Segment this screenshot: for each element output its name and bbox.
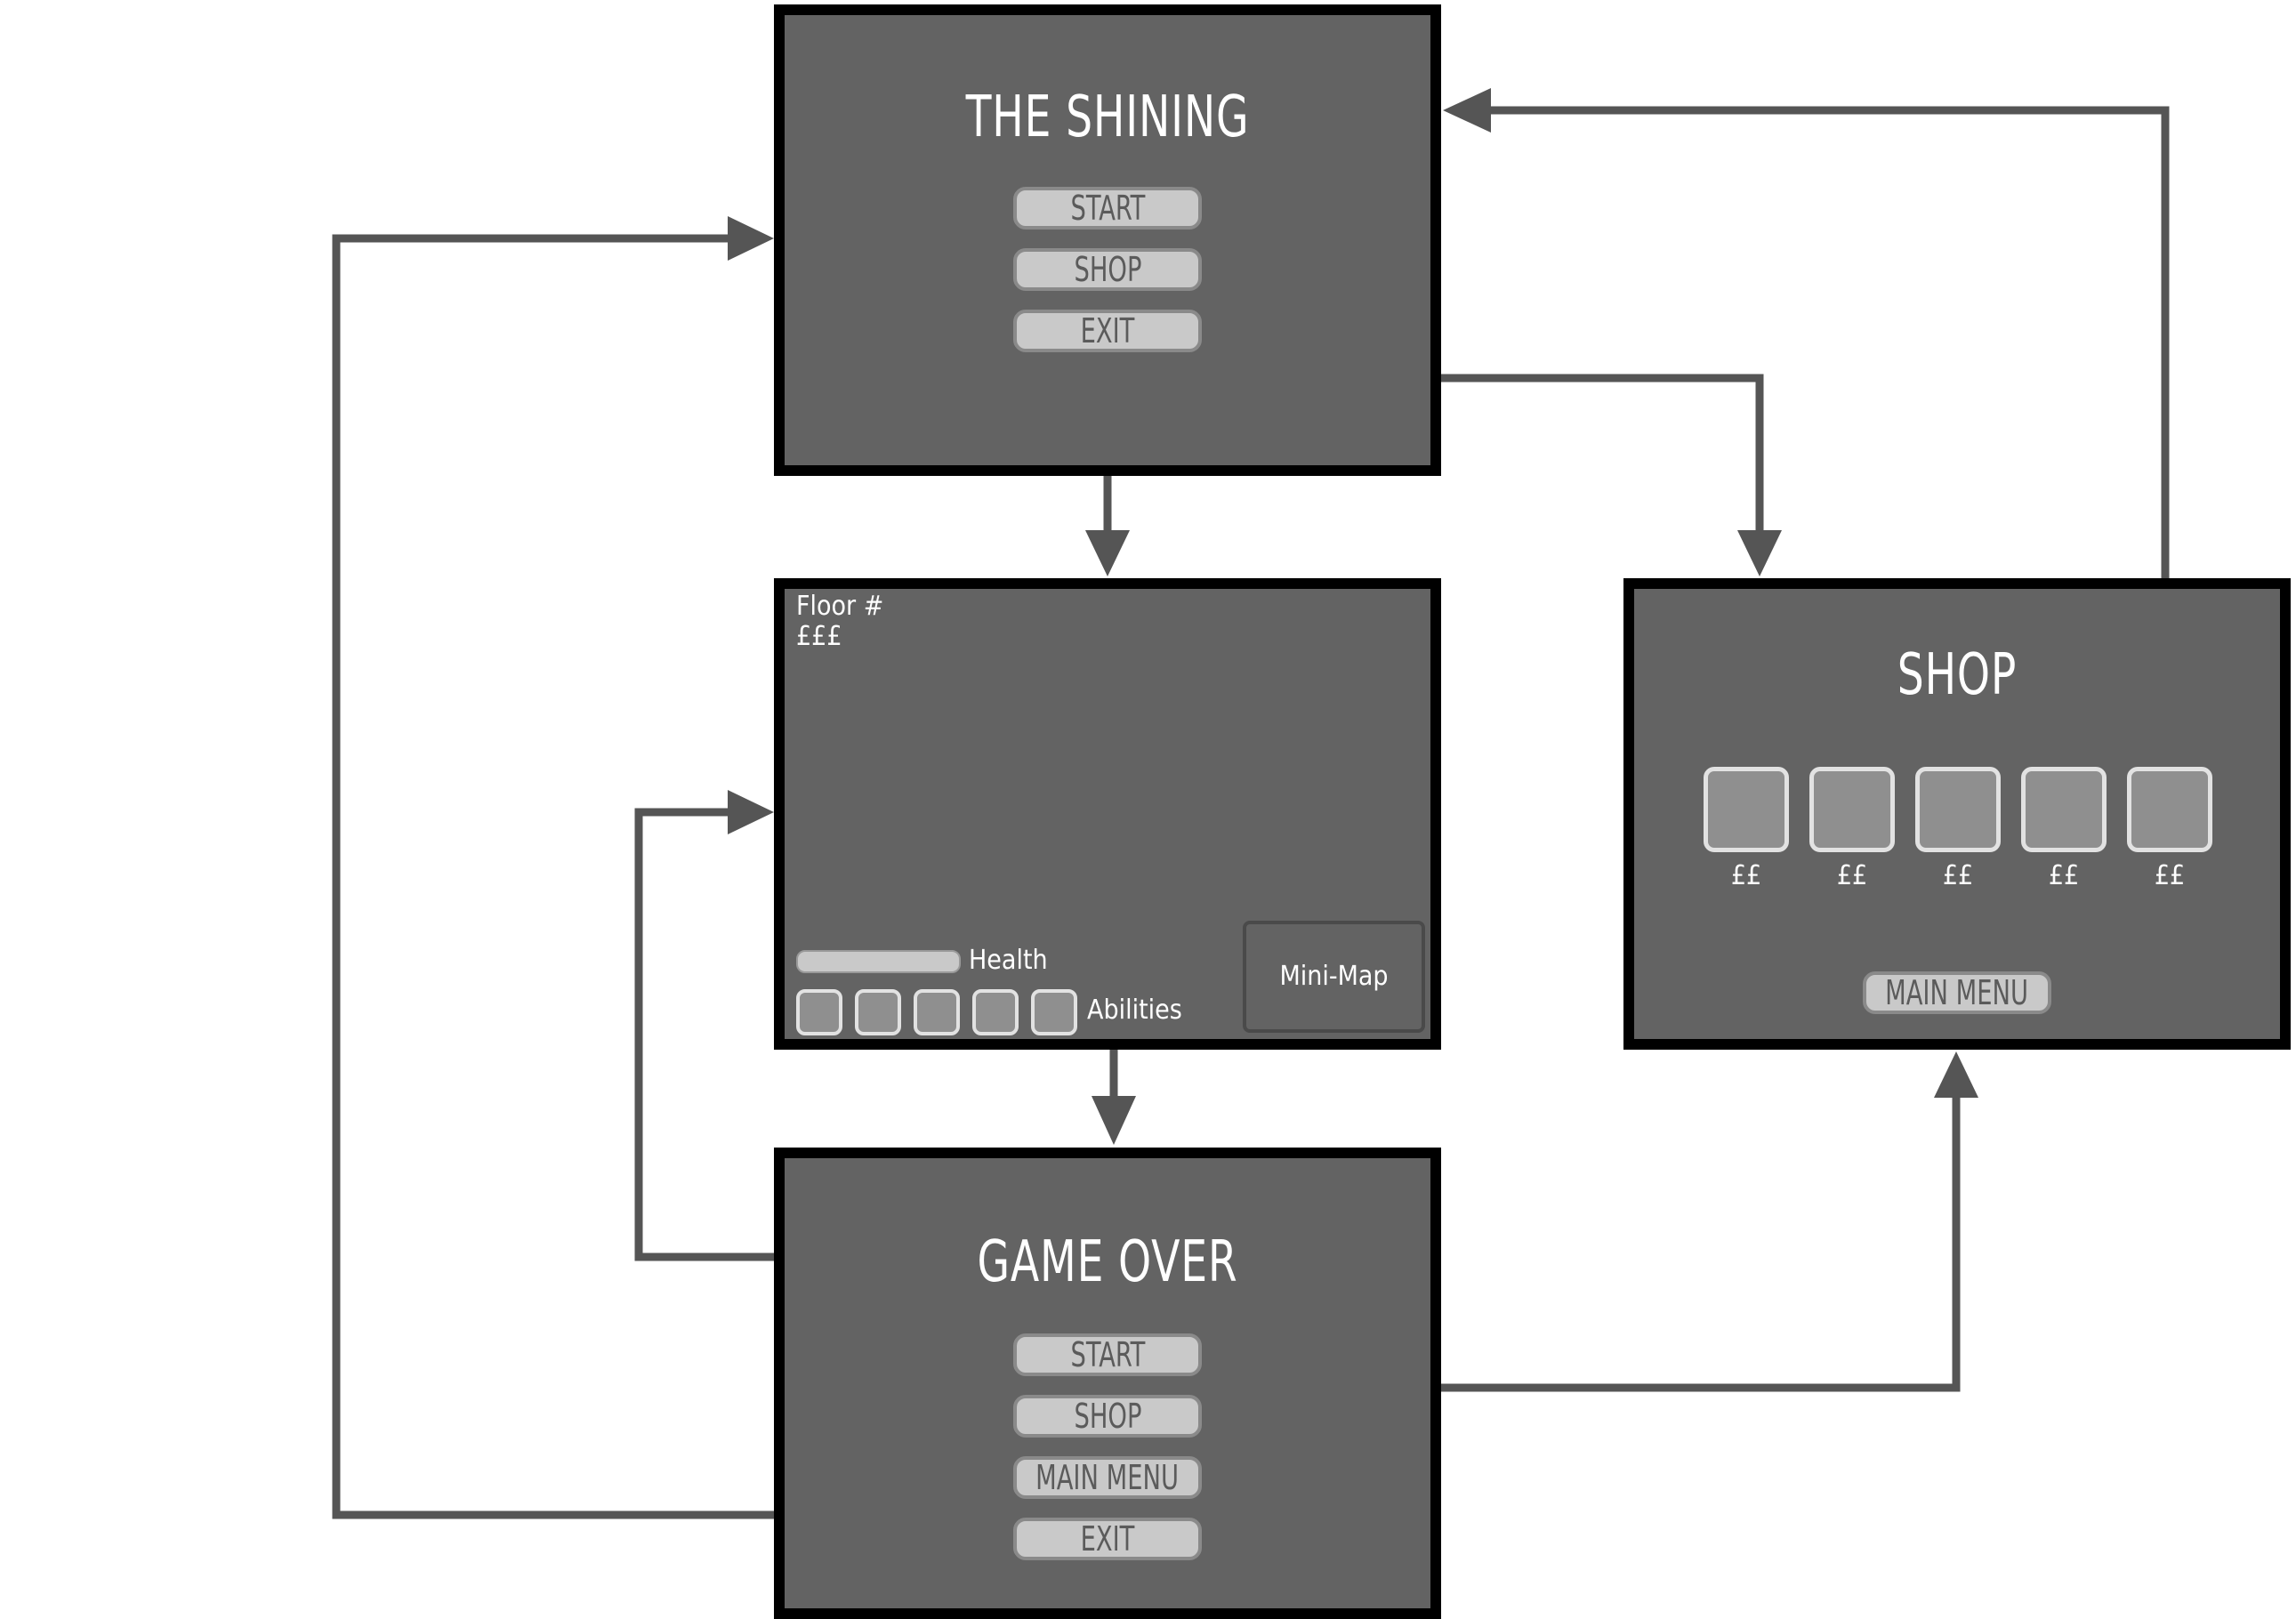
arrow-gameover-to-shop — [1441, 1096, 1961, 1392]
arrow-shop-to-main — [1487, 106, 2170, 578]
arrowhead-gameover-to-shop — [1934, 1051, 1978, 1098]
main-menu-button[interactable]: MAIN MENU — [1013, 1456, 1202, 1499]
item-price: ££ — [1942, 860, 1974, 891]
shop-item-slot[interactable] — [2021, 767, 2107, 852]
ability-slot[interactable] — [914, 989, 960, 1035]
shop-title: SHOP — [1897, 642, 2018, 708]
game-screen: Floor # £££ Health Abilities Mini-Map — [774, 578, 1441, 1050]
shop-item-slot[interactable] — [2127, 767, 2212, 852]
item-price: ££ — [1730, 860, 1762, 891]
arrow-gameover-to-main — [332, 234, 774, 1519]
ability-slot[interactable] — [1031, 989, 1077, 1035]
shop-button[interactable]: SHOP — [1013, 1395, 1202, 1438]
arrowhead-gameover-to-main — [728, 216, 774, 261]
main-menu-button[interactable]: MAIN MENU — [1863, 971, 2051, 1014]
shop-button[interactable]: SHOP — [1013, 248, 1202, 291]
game-over-screen: GAME OVER START SHOP MAIN MENU EXIT — [774, 1148, 1441, 1619]
start-button[interactable]: START — [1013, 187, 1202, 230]
main-menu-title: THE SHINING — [965, 85, 1250, 150]
ability-slot[interactable] — [972, 989, 1019, 1035]
arrow-main-to-shop — [1441, 374, 1764, 532]
arrow-gameover-to-game — [634, 808, 774, 1261]
health-label: Health — [969, 945, 1048, 976]
exit-button[interactable]: EXIT — [1013, 1518, 1202, 1560]
shop-item-slot[interactable] — [1915, 767, 2001, 852]
arrowhead-game-to-gameover — [1092, 1096, 1136, 1145]
shop-item-slot[interactable] — [1809, 767, 1895, 852]
abilities-label: Abilities — [1087, 995, 1182, 1026]
ability-slot[interactable] — [855, 989, 901, 1035]
health-bar — [796, 950, 961, 973]
arrowhead-main-to-shop — [1737, 530, 1782, 576]
game-over-title: GAME OVER — [977, 1229, 1238, 1295]
floor-label: Floor # — [796, 591, 884, 622]
minimap: Mini-Map — [1243, 921, 1425, 1033]
main-menu-screen: THE SHINING START SHOP EXIT — [774, 4, 1441, 476]
ability-slot[interactable] — [796, 989, 842, 1035]
item-price: ££ — [2048, 860, 2080, 891]
item-price: ££ — [2154, 860, 2186, 891]
arrowhead-main-to-game — [1085, 530, 1130, 576]
arrowhead-gameover-to-game — [728, 790, 774, 834]
currency-label: £££ — [796, 621, 842, 652]
shop-item-slot[interactable] — [1704, 767, 1789, 852]
arrowhead-shop-to-main — [1443, 88, 1491, 133]
item-price: ££ — [1836, 860, 1868, 891]
start-button[interactable]: START — [1013, 1333, 1202, 1376]
exit-button[interactable]: EXIT — [1013, 310, 1202, 352]
shop-screen: SHOP ££ ££ ££ ££ ££ MAIN MENU — [1623, 578, 2291, 1050]
